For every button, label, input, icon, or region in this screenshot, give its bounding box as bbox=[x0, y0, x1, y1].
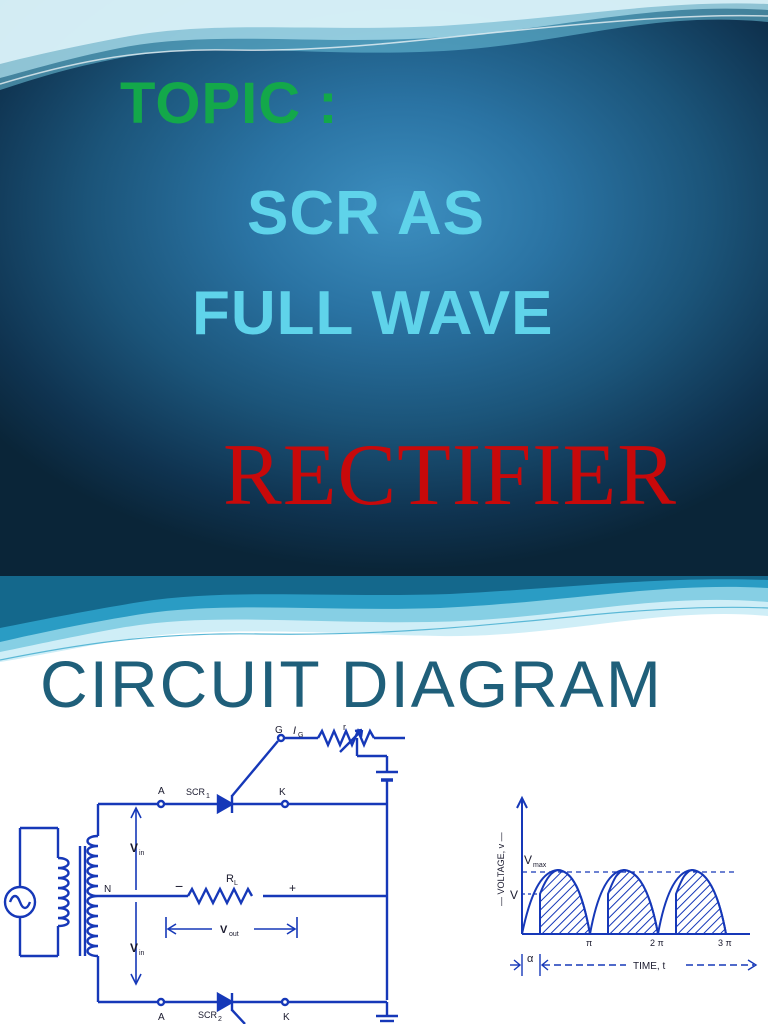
scr-rectifier-circuit: G I G r A SCR 1 K V in N − + R L V out V… bbox=[3, 724, 405, 1024]
decorative-wave bbox=[0, 576, 768, 662]
y-axis-label: — VOLTAGE, v — bbox=[496, 832, 506, 906]
slide-heading: CIRCUIT DIAGRAM bbox=[40, 647, 663, 721]
gate-current-label: I bbox=[293, 725, 296, 737]
vin-sub-bottom: in bbox=[139, 950, 145, 957]
load-minus-sign: − bbox=[175, 878, 183, 894]
vout-sub: out bbox=[229, 931, 239, 938]
secondary-coil-icon bbox=[86, 834, 99, 958]
alpha-label: α bbox=[527, 953, 534, 965]
primary-coil-icon bbox=[57, 856, 70, 928]
output-waveform: — VOLTAGE, v — V max V π 2 π 3 π α TIME,… bbox=[496, 795, 758, 976]
x-axis-label: TIME, t bbox=[633, 961, 665, 972]
load-label: R bbox=[226, 873, 234, 885]
anode-label-bottom: A bbox=[158, 1012, 165, 1023]
load-resistor-icon bbox=[186, 886, 254, 906]
scr2-symbol-icon bbox=[216, 991, 235, 1013]
cathode-label-top: K bbox=[279, 787, 286, 798]
scr2-sub: 2 bbox=[218, 1016, 222, 1023]
vin-label-top: V bbox=[130, 841, 138, 855]
tick-2pi: 2 π bbox=[650, 938, 664, 948]
decorative-wave bbox=[0, 0, 768, 90]
load-plus-sign: + bbox=[289, 881, 296, 895]
topic-label: TOPIC : bbox=[120, 71, 339, 136]
gate-resistor-icon bbox=[316, 727, 376, 749]
gate-label: G bbox=[275, 725, 283, 736]
vin-sub-top: in bbox=[139, 850, 145, 857]
vin-label-bottom: V bbox=[130, 941, 138, 955]
title-line-full-wave: FULL WAVE bbox=[192, 279, 554, 348]
vmax-label: V bbox=[524, 853, 532, 867]
scr1-label: SCR bbox=[186, 787, 206, 797]
title-line-scr-as: SCR AS bbox=[247, 179, 485, 248]
cathode-label-bottom: K bbox=[283, 1012, 290, 1023]
title-line-rectifier: RECTIFIER bbox=[223, 427, 677, 524]
vmax-sub: max bbox=[533, 862, 547, 869]
anode-label-top: A bbox=[158, 786, 165, 797]
tick-pi: π bbox=[586, 938, 592, 948]
circuit-diagram-slide: CIRCUIT DIAGRAM bbox=[0, 576, 768, 1024]
gate-current-sub: G bbox=[298, 732, 303, 739]
gate-resistor-label: r bbox=[343, 724, 346, 732]
scr1-symbol-icon bbox=[216, 793, 235, 815]
tick-3pi: 3 π bbox=[718, 938, 732, 948]
scr1-sub: 1 bbox=[206, 793, 210, 800]
center-tap-label: N bbox=[104, 884, 111, 895]
vout-label: V bbox=[220, 924, 228, 936]
load-sub: L bbox=[234, 880, 238, 887]
v-label: V bbox=[510, 888, 518, 902]
ac-source-icon bbox=[3, 885, 37, 919]
title-slide: TOPIC : SCR AS FULL WAVE RECTIFIER bbox=[0, 0, 768, 576]
scr2-label: SCR bbox=[198, 1010, 218, 1020]
